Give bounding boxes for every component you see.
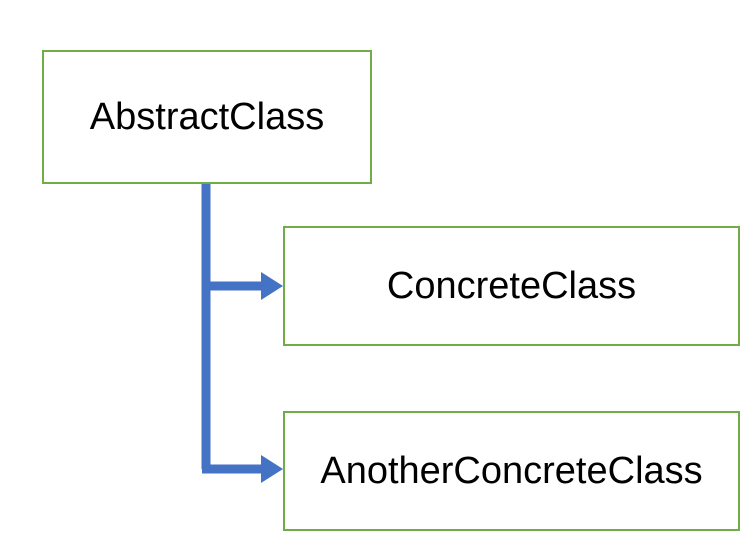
node-abstract-class-label: AbstractClass [89, 95, 325, 138]
node-concrete-class[interactable]: ConcreteClass [283, 226, 740, 346]
node-concrete-class-label: ConcreteClass [386, 264, 637, 307]
node-abstract-class[interactable]: AbstractClass [42, 50, 372, 184]
node-another-concrete-class-label: AnotherConcreteClass [320, 449, 703, 492]
arrowhead-concrete-icon [261, 272, 283, 300]
node-another-concrete-class[interactable]: AnotherConcreteClass [283, 411, 740, 531]
arrowhead-another-icon [261, 455, 283, 483]
